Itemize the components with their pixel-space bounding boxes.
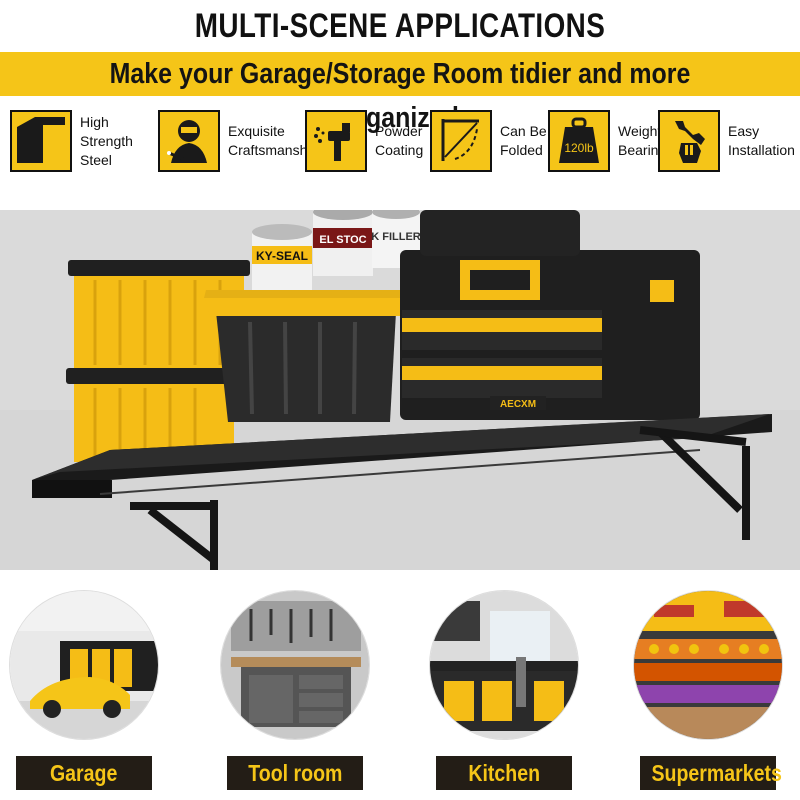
wrench-hand-icon bbox=[658, 110, 720, 172]
metal-shelf: AECXM bbox=[32, 396, 772, 498]
scene-tool-room: Tool room bbox=[220, 590, 370, 800]
subtitle-text: Make your Garage/Storage Room tidier and… bbox=[109, 58, 691, 134]
supermarket-photo bbox=[633, 590, 783, 740]
tool-box-organizer bbox=[400, 210, 700, 420]
brand-label: AECXM bbox=[500, 399, 536, 410]
shelf-illustration: KY-SEAL EL STOC K FILLER bbox=[0, 204, 800, 588]
subtitle-banner: Make your Garage/Storage Room tidier and… bbox=[0, 52, 800, 134]
scene-label: Kitchen bbox=[436, 756, 572, 790]
black-tote-bin bbox=[204, 290, 404, 422]
scene-garage: Garage bbox=[9, 590, 159, 800]
scene-label: Garage bbox=[16, 756, 152, 790]
scene-kitchen: Kitchen bbox=[429, 590, 579, 800]
yellow-storage-bin-top bbox=[68, 260, 250, 368]
garage-photo bbox=[9, 590, 159, 740]
scene-label: Tool room bbox=[227, 756, 363, 790]
can-label: KY-SEAL bbox=[256, 249, 308, 263]
can-label: K FILLER bbox=[371, 231, 421, 243]
steel-corner-icon bbox=[10, 110, 72, 172]
spray-gun-icon bbox=[305, 110, 367, 172]
weight-icon: 120lb bbox=[548, 110, 610, 172]
welder-icon bbox=[158, 110, 220, 172]
kitchen-photo bbox=[429, 590, 579, 740]
tool-room-photo bbox=[220, 590, 370, 740]
scenes-row: Garage Tool room bbox=[0, 590, 800, 800]
fold-bracket-icon bbox=[430, 110, 492, 172]
can-label: EL STOC bbox=[319, 234, 366, 246]
scene-label: Supermarkets bbox=[640, 756, 782, 790]
weight-value: 120lb bbox=[564, 141, 594, 155]
scene-supermarkets: Supermarkets bbox=[633, 590, 783, 800]
product-photo: KY-SEAL EL STOC K FILLER bbox=[0, 204, 800, 588]
folding-bracket-right bbox=[639, 426, 750, 540]
page-title: MULTI-SCENE APPLICATIONS bbox=[194, 7, 606, 45]
